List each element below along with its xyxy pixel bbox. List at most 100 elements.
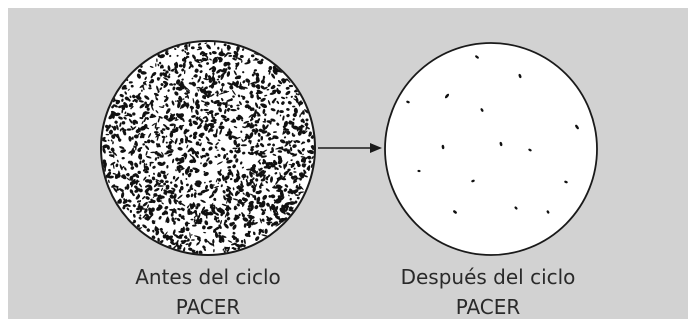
particle [224,108,227,115]
particle [242,126,246,129]
particle [163,115,169,119]
particle [238,85,244,90]
particle [272,153,277,156]
particle [140,125,145,130]
particle [292,153,298,156]
particle [251,128,256,133]
particle [178,95,183,103]
particle [272,69,278,75]
particle [254,129,257,135]
particle [270,118,276,122]
particle [118,105,122,109]
particle [291,132,294,137]
particle [243,223,247,228]
particle [144,104,150,109]
particle [138,216,142,220]
particle [202,245,206,249]
particle [111,105,115,109]
particle [264,208,267,212]
particle [260,155,268,158]
particle [199,51,204,56]
particle [167,153,173,157]
particle [273,159,276,164]
particle [144,76,147,81]
particle [219,52,226,57]
particle [242,178,245,180]
particle [188,247,193,251]
particle [228,134,233,141]
particle [232,147,238,150]
particle [284,205,289,213]
particle [171,69,174,72]
particle [185,227,190,232]
particle [205,116,209,121]
particle [249,140,252,145]
particle [232,198,239,201]
particle [142,196,146,200]
particle [267,69,271,73]
particle [186,47,188,51]
particle [148,207,153,214]
particle [200,189,207,194]
particle [218,56,223,61]
particle [214,112,218,117]
particle [188,122,193,127]
particle [141,85,145,88]
particle [287,79,291,84]
particle [247,207,251,211]
particle [284,121,287,126]
particle [208,180,212,183]
particle [148,184,153,191]
particle [119,188,124,192]
particle [243,138,248,142]
particle [173,48,177,50]
particle [179,104,184,110]
particle [206,157,210,162]
particle [174,119,179,121]
particle [255,236,260,241]
particle [191,77,194,80]
particle [142,87,145,89]
particle [130,84,134,88]
particle [136,224,140,228]
particle [164,97,169,103]
particle [235,84,239,88]
particle [242,151,246,155]
particle [250,151,254,156]
particle [181,68,185,72]
particle [218,59,223,63]
particle [310,145,314,151]
particle [173,220,176,225]
particle [258,203,265,208]
particle [216,206,219,213]
particle [213,121,217,124]
particle [260,79,265,84]
particle [259,151,266,155]
particle [141,159,145,163]
particle [228,82,233,86]
particle [199,70,203,74]
particle [166,173,169,176]
particle [123,198,126,202]
particle [237,94,241,98]
particle [277,84,281,87]
particle [127,199,132,203]
particle [157,195,164,200]
particle [267,165,271,170]
particle [189,159,196,164]
particle [253,53,260,56]
particle [214,155,218,158]
particle [255,72,260,78]
particle [227,193,231,196]
particle [177,208,181,211]
particle [220,219,222,225]
particle [175,113,182,119]
particle [163,77,169,81]
particle [126,112,129,115]
particle [112,164,115,169]
particle [140,132,144,137]
particle [176,54,179,57]
particle [135,179,139,186]
particle [303,130,308,134]
particle [209,51,212,56]
